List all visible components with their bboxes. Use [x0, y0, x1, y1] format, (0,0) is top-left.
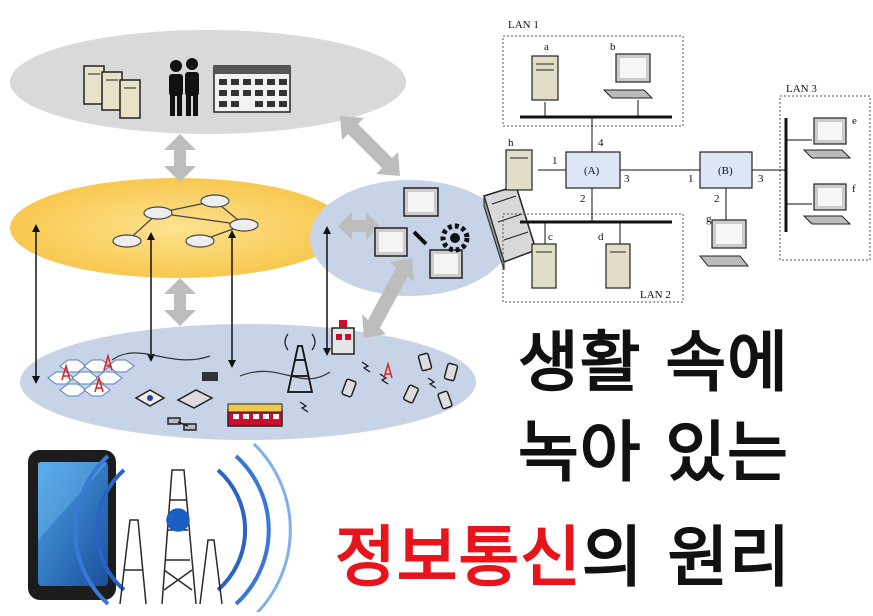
host-d-server-icon — [605, 243, 631, 289]
host-d-label: d — [598, 231, 604, 243]
lan1-box — [502, 35, 684, 127]
signal-zigzags — [299, 361, 437, 413]
smartphone-icon — [28, 450, 116, 600]
host-h-server-icon — [505, 149, 533, 191]
train-icon — [227, 403, 283, 427]
port-a4-label: 4 — [598, 137, 604, 149]
side-arrow-mid — [338, 212, 380, 240]
host-a-label: a — [544, 41, 549, 53]
host-e-pc-icon — [802, 117, 852, 159]
lan-diagram: LAN 1 LAN 2 LAN 3 (A) (B) a b c d e f g … — [502, 19, 871, 303]
cell-tower-icon — [284, 333, 316, 393]
host-e-label: e — [852, 115, 857, 127]
management-console-icon — [374, 187, 470, 279]
host-c-label: c — [548, 231, 553, 243]
title-line-3: 정보통신의 원리 — [335, 525, 791, 591]
title-rest: 의 원리 — [581, 519, 792, 596]
bridge-b — [699, 151, 753, 189]
satellite-icon — [167, 417, 197, 431]
host-b-label: b — [610, 41, 616, 53]
port-b2-label: 2 — [714, 193, 720, 205]
title-line-2: 녹아 있는 — [518, 414, 789, 491]
title-highlight: 정보통신 — [335, 519, 582, 596]
host-h-label: h — [508, 137, 514, 149]
host-f-label: f — [852, 183, 856, 195]
host-g-pc-icon — [698, 219, 750, 267]
cable-line-2 — [239, 370, 331, 380]
layer-arrow-top — [164, 134, 196, 182]
host-a-server-icon — [531, 55, 559, 101]
cable-line — [111, 352, 211, 361]
lan3-label: LAN 3 — [786, 83, 817, 95]
port-a1-label: 1 — [552, 155, 558, 167]
antenna-icon-2 — [383, 361, 393, 379]
host-c-server-icon — [531, 243, 557, 289]
router-icon — [134, 389, 166, 407]
host-b-pc-icon — [602, 53, 654, 99]
lan1-label: LAN 1 — [508, 19, 539, 31]
port-b1-label: 1 — [688, 173, 694, 185]
host-g-label: g — [706, 213, 712, 225]
diagonal-arrow-bottom — [362, 258, 414, 338]
port-a3-label: 3 — [624, 173, 630, 185]
people-icon — [169, 58, 199, 116]
server-stack-icon — [83, 65, 141, 119]
title-line-1: 생활 속에 — [518, 324, 789, 401]
bridge-a-label: (A) — [584, 165, 600, 177]
host-f-pc-icon — [802, 183, 852, 225]
network-node-icon — [112, 194, 259, 248]
vertical-link-arrows — [35, 230, 328, 378]
middle-cloud — [10, 178, 346, 278]
cellular-hex-grid — [47, 359, 135, 397]
signal-waves — [73, 442, 292, 616]
bridge-a — [565, 151, 621, 189]
diagonal-arrow-top — [340, 116, 400, 176]
mobile-phones-icon — [341, 352, 459, 410]
port-a2-label: 2 — [580, 193, 586, 205]
lan2-box — [502, 213, 684, 303]
antenna-tower-icon — [119, 469, 223, 605]
antenna-icon — [61, 353, 113, 393]
port-b3-label: 3 — [758, 173, 764, 185]
base-station-icon — [331, 320, 355, 355]
lan3-box — [779, 95, 871, 261]
gateway-icon — [176, 372, 218, 409]
bridge-b-label: (B) — [718, 165, 733, 177]
layer-arrow-bottom — [164, 278, 196, 326]
lan2-label: LAN 2 — [640, 289, 671, 301]
office-building-icon — [213, 65, 291, 113]
